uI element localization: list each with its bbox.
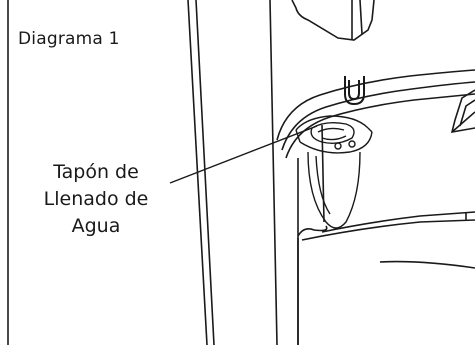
reservoir-housing [276, 69, 475, 345]
callout-line-3: Agua [71, 215, 121, 237]
callout-line-2: Llenado de [43, 188, 149, 210]
diagram-title: Diagrama 1 [18, 29, 120, 49]
upper-bin [291, 0, 375, 41]
water-fill-cap-label: Tapón de Llenado de Agua [26, 159, 166, 240]
water-fill-cap [295, 115, 373, 229]
hanger-hook [344, 76, 365, 106]
callout-line-1: Tapón de [53, 161, 139, 183]
callout-leader-line [169, 125, 318, 184]
